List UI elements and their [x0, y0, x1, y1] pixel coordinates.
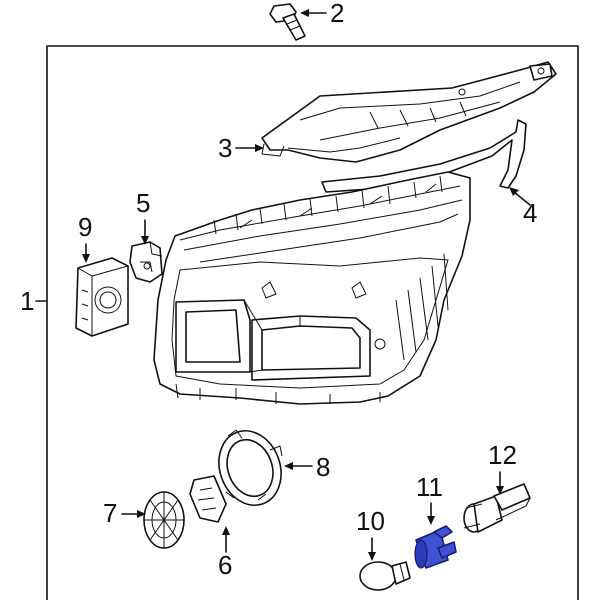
- callout-3[interactable]: 3: [218, 133, 232, 163]
- dust-cap-part-7[interactable]: [143, 491, 185, 549]
- callout-8[interactable]: 8: [316, 452, 330, 482]
- headlamp-housing: [153, 171, 471, 405]
- arrowhead-7: [137, 510, 146, 518]
- side-marker-lamp-part-12[interactable]: [463, 483, 531, 533]
- arrowhead-2: [300, 9, 309, 17]
- callout-10[interactable]: 10: [356, 506, 385, 536]
- callout-9[interactable]: 9: [78, 212, 92, 242]
- bolt-part-2[interactable]: [269, 3, 306, 41]
- assembly-frame: [46, 45, 579, 600]
- callout-6[interactable]: 6: [218, 550, 232, 580]
- bracket-part-5[interactable]: [129, 241, 163, 283]
- callout-1[interactable]: 1: [20, 286, 34, 316]
- arrowhead-5: [141, 236, 149, 245]
- arrowhead-4: [509, 187, 519, 196]
- callout-2[interactable]: 2: [330, 0, 344, 28]
- arrowhead-9: [82, 254, 90, 263]
- callout-5[interactable]: 5: [136, 188, 150, 218]
- control-module-part-9[interactable]: [75, 257, 129, 337]
- arrowhead-6: [222, 526, 230, 535]
- arrowhead-11: [427, 516, 435, 525]
- callout-11[interactable]: 11: [416, 472, 443, 502]
- arrowhead-3: [255, 144, 264, 152]
- bulb-part-10[interactable]: [359, 561, 411, 591]
- gasket-part-6[interactable]: [189, 475, 227, 523]
- callout-7[interactable]: 7: [103, 498, 117, 528]
- arrowhead-10: [368, 552, 376, 561]
- leader-4: [513, 191, 531, 206]
- arrowhead-12: [496, 486, 504, 495]
- arrowhead-8: [284, 462, 293, 470]
- upper-cover-part-3[interactable]: [261, 61, 557, 163]
- bulb-socket-part-11[interactable]: [414, 525, 457, 569]
- retainer-ring-part-8[interactable]: [209, 422, 291, 514]
- callout-12[interactable]: 12: [488, 440, 517, 470]
- callout-4[interactable]: 4: [523, 198, 537, 228]
